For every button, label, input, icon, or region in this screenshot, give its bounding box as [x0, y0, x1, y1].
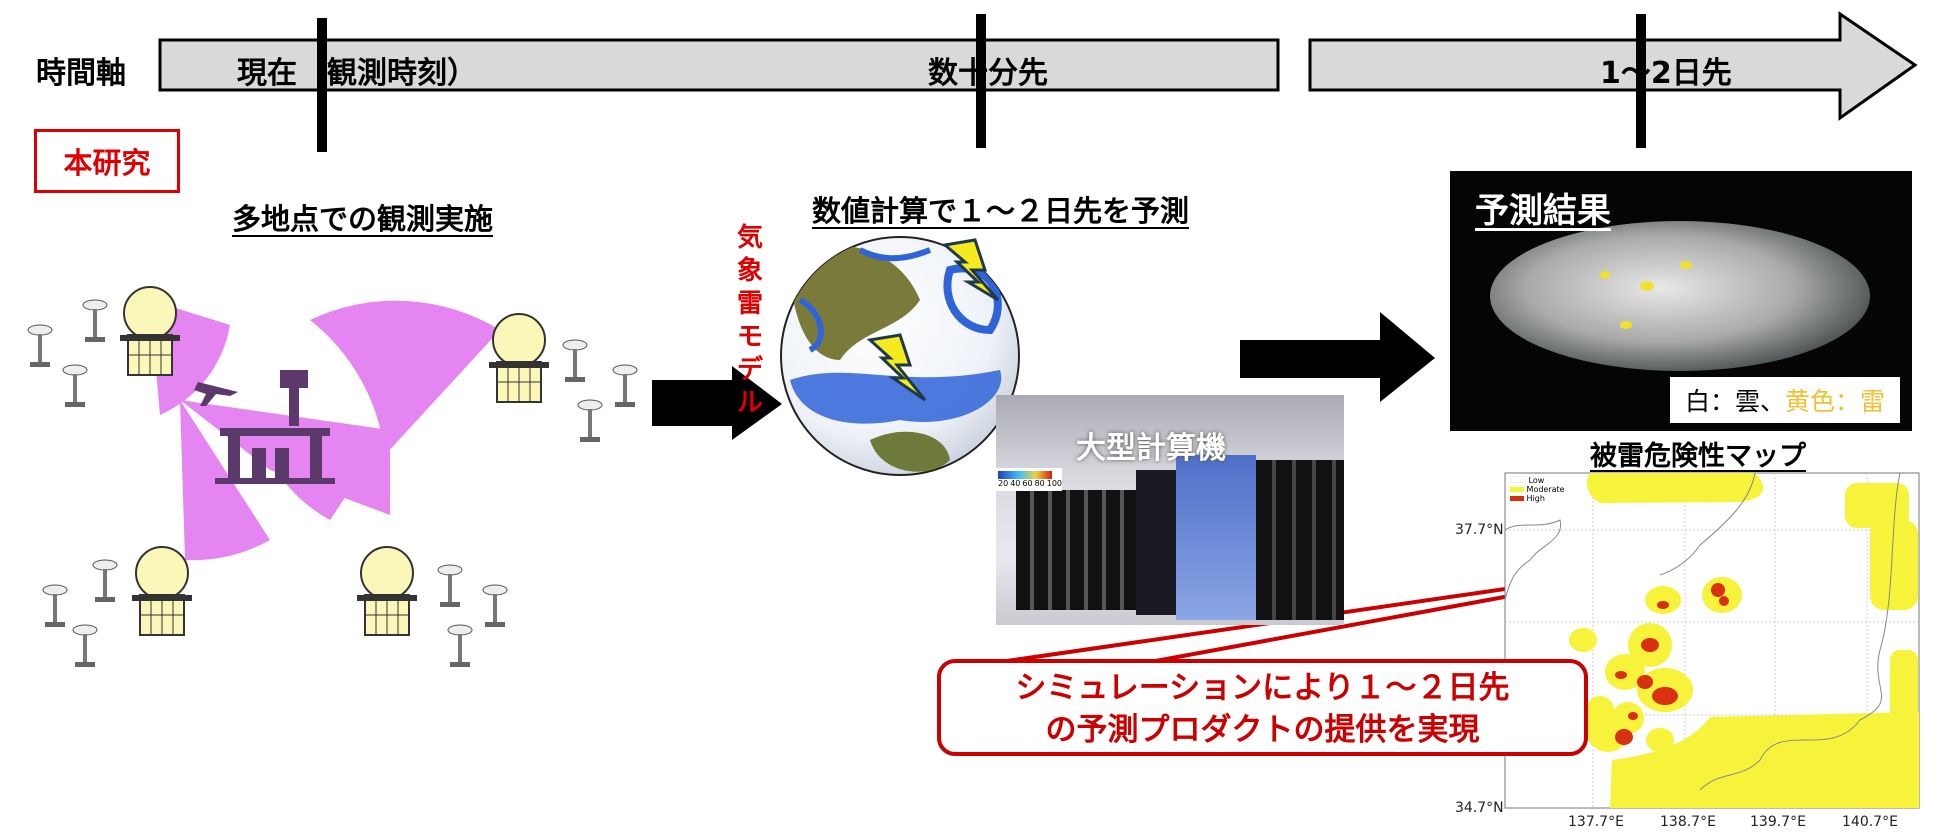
- observation-heading: 多地点での観測実施: [232, 202, 494, 236]
- radar-tower-icon: [357, 546, 417, 636]
- timeline-arrow-future: [1308, 11, 1918, 121]
- model-label-line: 雷: [736, 289, 763, 319]
- radar-tower-icon: [120, 286, 180, 376]
- colorbar-tick: 100: [1046, 479, 1063, 488]
- sensor-antenna-icon: [62, 364, 88, 407]
- x-tick: 138.7°E: [1660, 814, 1716, 830]
- y-tick: 34.7°N: [1455, 800, 1504, 816]
- tick-now: [317, 18, 327, 152]
- result-title: 予測結果: [1475, 191, 1611, 231]
- colorbar-tick: 40: [1010, 479, 1021, 488]
- y-tick: 37.7°N: [1455, 522, 1504, 538]
- legend-item-moderate: Moderate: [1510, 485, 1565, 494]
- radar-towers: [120, 286, 549, 636]
- timeline-bar-current: [158, 38, 1280, 92]
- callout-line: シミュレーションにより１～２日先: [1015, 670, 1510, 706]
- map-legend: Low Moderate High: [1510, 476, 1565, 503]
- colorbar-gradient: [998, 471, 1052, 479]
- radar-coverage: [150, 300, 500, 561]
- colorbar-tick: 80: [1034, 479, 1045, 488]
- x-tick: 137.7°E: [1568, 814, 1624, 830]
- supercomputer-label: 大型計算機: [1076, 431, 1226, 466]
- radar-tower-icon: [132, 546, 192, 636]
- moderate-risk-areas: [1569, 473, 1919, 808]
- x-tick: 140.7°E: [1842, 814, 1898, 830]
- result-legend: 白：雲、 黄色：雷: [1670, 377, 1900, 423]
- arrow-sim-to-result: [1240, 312, 1435, 402]
- radar-tower-icon: [489, 313, 549, 403]
- ground-sensors: [27, 299, 638, 667]
- sensor-antenna-icon: [437, 564, 463, 607]
- sensor-antenna-icon: [612, 364, 638, 407]
- sensor-antenna-icon: [27, 324, 53, 367]
- colorbar: 20 40 60 80 100: [996, 468, 1062, 491]
- sensor-antenna-icon: [447, 624, 473, 667]
- sensor-antenna-icon: [72, 624, 98, 667]
- sensor-antenna-icon: [82, 299, 108, 342]
- now-label: 現在（観測時刻）: [237, 56, 477, 91]
- model-label-line: モデル: [736, 322, 763, 418]
- tick-one-two-days: [1636, 14, 1646, 148]
- model-label-line: 気象: [736, 223, 763, 286]
- research-badge: 本研究: [34, 129, 180, 193]
- high-risk-areas: [1615, 583, 1729, 745]
- sensor-antenna-icon: [92, 559, 118, 602]
- legend-item-high: High: [1510, 494, 1565, 503]
- sensor-antenna-icon: [482, 584, 508, 627]
- legend-item-low: Low: [1510, 476, 1565, 485]
- legend-label: High: [1526, 494, 1545, 503]
- globe-simulation: [780, 236, 1020, 476]
- lightning-icon: [866, 333, 927, 402]
- x-tick: 139.7°E: [1750, 814, 1806, 830]
- colorbar-tick: 60: [1022, 479, 1033, 488]
- simulation-heading: 数値計算で１～２日先を予測: [812, 194, 1190, 228]
- legend-cloud: 白：雲、: [1684, 387, 1785, 416]
- legend-label: Moderate: [1526, 485, 1565, 494]
- sensor-antenna-icon: [42, 584, 68, 627]
- time-axis-label: 時間軸: [36, 56, 126, 91]
- callout-box: シミュレーションにより１～２日先 の予測プロダクトの提供を実現: [937, 659, 1588, 756]
- sensor-antenna-icon: [577, 399, 603, 442]
- arrow-obs-to-sim: [652, 366, 782, 440]
- colorbar-ticks: 20 40 60 80 100: [998, 479, 1063, 489]
- supercomputer-image: 大型計算機: [996, 395, 1344, 625]
- tick-tens-minutes: [976, 14, 986, 148]
- model-label: 気象 雷 モデル: [728, 222, 772, 420]
- map-title: 被雷危険性マップ: [1590, 441, 1806, 472]
- legend-lightning: 黄色：雷: [1785, 387, 1886, 416]
- legend-label: Low: [1528, 476, 1545, 485]
- sensor-antenna-icon: [562, 339, 588, 382]
- lightning-icon: [941, 238, 1000, 302]
- one-two-days-label: 1〜2日先: [1600, 56, 1732, 91]
- callout-line: の予測プロダクトの提供を実現: [1045, 712, 1480, 748]
- colorbar-tick: 20: [998, 479, 1009, 488]
- lightning-risk-map: [1504, 472, 1920, 809]
- tens-of-minutes-label: 数十分先: [928, 56, 1048, 91]
- prediction-result-image: 予測結果 白：雲、 黄色：雷: [1450, 171, 1912, 431]
- airport-icon: [194, 370, 335, 484]
